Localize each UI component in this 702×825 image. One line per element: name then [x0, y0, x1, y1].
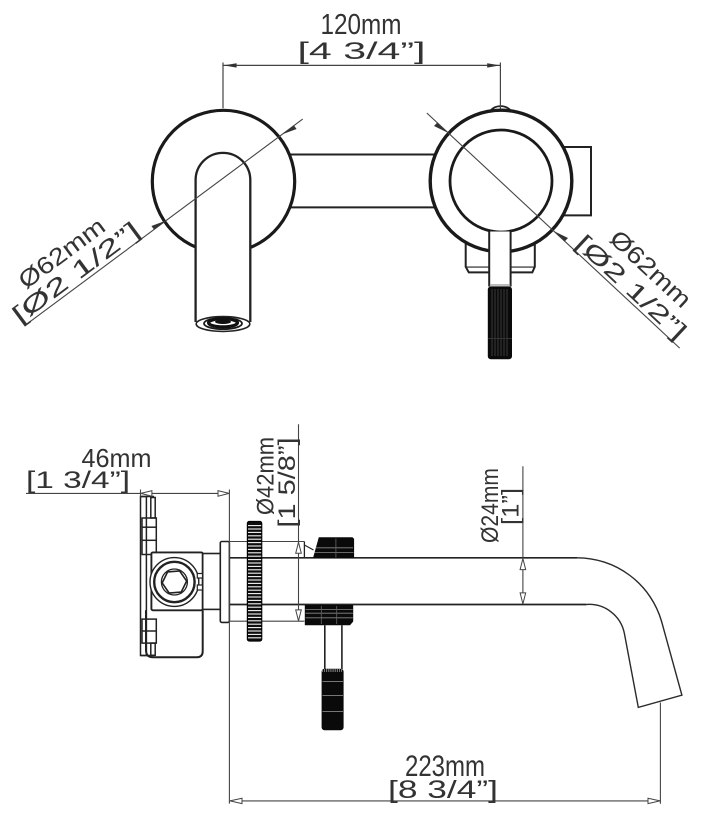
svg-text:46mm: 46mm [82, 443, 152, 473]
svg-text:[1”]: [1”] [498, 488, 525, 525]
svg-text:223mm: 223mm [405, 750, 485, 783]
svg-text:120mm: 120mm [321, 9, 402, 41]
svg-text:Ø24mm: Ø24mm [477, 468, 504, 543]
svg-text:[1 5/8”]: [1 5/8”] [274, 438, 301, 528]
svg-text:Ø42mm: Ø42mm [252, 437, 279, 515]
svg-text:[4 3/4”]: [4 3/4”] [298, 38, 426, 65]
svg-text:[8 3/4”]: [8 3/4”] [388, 776, 498, 804]
svg-text:[1 3/4”]: [1 3/4”] [26, 467, 130, 494]
